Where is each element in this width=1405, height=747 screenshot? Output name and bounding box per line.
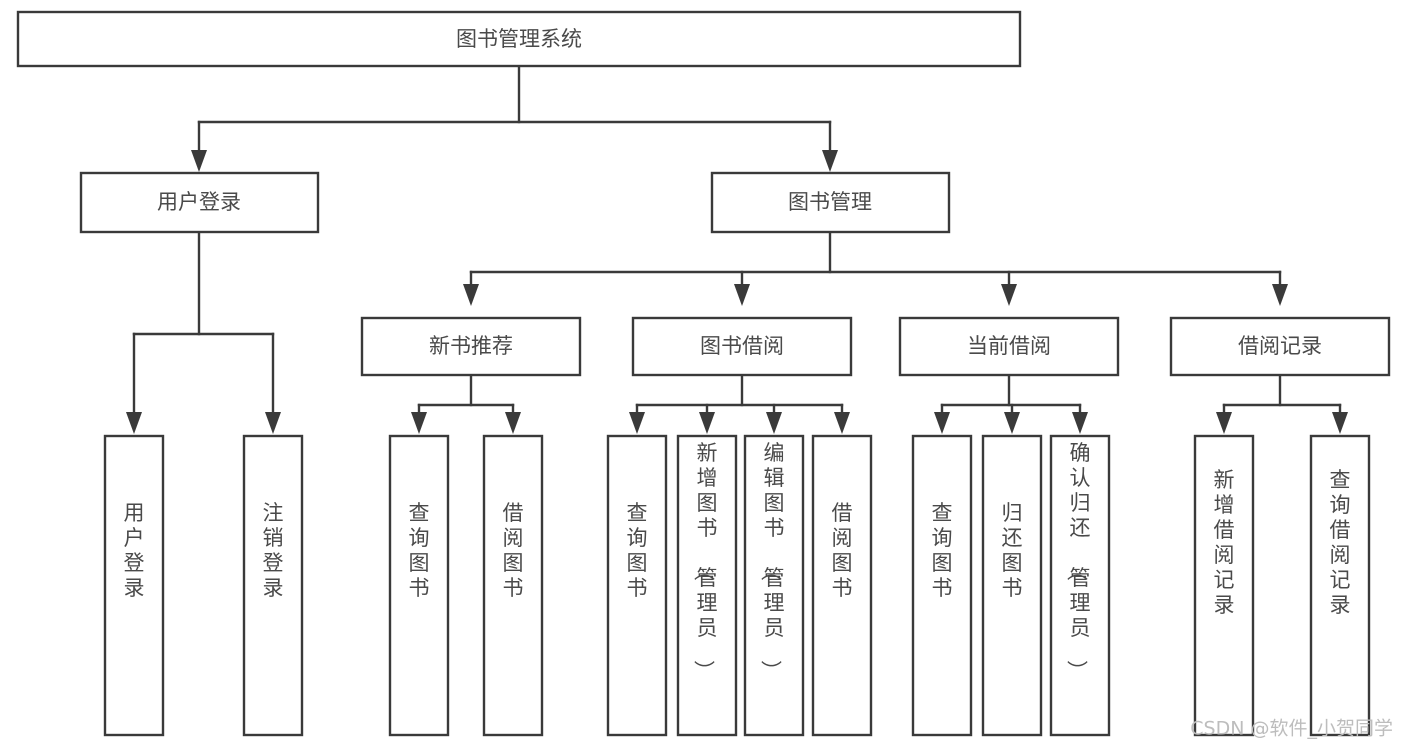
connector-root-to-level2 [191,64,838,172]
node-borrow-record-box[interactable] [1169,316,1391,377]
arrow-icon [411,412,427,434]
leaf-borrow-record-2[interactable]: 查询借阅记录 [1309,434,1371,737]
connector-bookborrow-to-leaves [629,373,850,434]
leaf-box[interactable] [1309,434,1371,737]
node-root-box[interactable] [16,10,1022,68]
leaf-box[interactable] [388,434,450,737]
leaf-book-borrow-4[interactable]: 借阅图书 [811,434,873,737]
node-book-borrow[interactable]: 图书借阅 [631,316,853,377]
arrow-icon [629,412,645,434]
arrow-icon [834,412,850,434]
arrow-icon [1272,284,1288,306]
arrow-icon [463,284,479,306]
connector-currentborrow-to-leaves [934,373,1088,434]
node-book-borrow-box[interactable] [631,316,853,377]
leaf-label: 用户登录 [124,501,145,600]
node-root-label: 图书管理系统 [456,27,582,51]
leaf-borrow-record-1[interactable]: 新增借阅记录 [1193,434,1255,737]
connector-bookmgmt-to-level3 [463,230,1288,306]
leaf-label: 归还图书 [1002,501,1023,600]
leaf-box[interactable] [482,434,544,737]
connector-userlogin-to-leaves [126,230,281,434]
arrow-icon [1072,412,1088,434]
leaf-box[interactable] [242,434,304,737]
leaf-user-login-1[interactable]: 用户登录 [103,434,165,737]
arrow-icon [505,412,521,434]
leaf-box[interactable] [606,434,668,737]
node-user-login-label: 用户登录 [157,190,241,214]
node-current-borrow[interactable]: 当前借阅 [898,316,1120,377]
leaf-box[interactable] [103,434,165,737]
leaf-box[interactable] [981,434,1043,737]
leaf-label: 查询图书 [627,501,648,600]
leaf-book-borrow-2[interactable]: 新增图书（管理员） [676,434,738,737]
node-new-book-recommend-box[interactable] [360,316,582,377]
node-current-borrow-box[interactable] [898,316,1120,377]
leaf-box[interactable] [1049,434,1111,737]
node-book-management-box[interactable] [710,171,951,234]
watermark: CSDN @软件_小贺同学 [1190,718,1393,740]
leaf-label: 借阅图书 [503,501,524,600]
leaf-book-borrow-1[interactable]: 查询图书 [606,434,668,737]
arrow-icon [734,284,750,306]
arrow-icon [934,412,950,434]
arrow-icon [822,150,838,172]
arrow-icon [265,412,281,434]
node-root[interactable]: 图书管理系统 [16,10,1022,68]
leaf-user-login-2[interactable]: 注销登录 [242,434,304,737]
leaf-box[interactable] [911,434,973,737]
node-book-management[interactable]: 图书管理 [710,171,951,234]
arrow-icon [1216,412,1232,434]
connector-newbook-to-leaves [411,373,521,434]
leaf-current-borrow-3[interactable]: 确认归还（管理员） [1049,434,1111,737]
node-book-management-label: 图书管理 [788,190,872,214]
arrow-icon [126,412,142,434]
leaf-label: 新增图书（管理员） [692,441,718,681]
arrow-icon [699,412,715,434]
node-new-book-recommend[interactable]: 新书推荐 [360,316,582,377]
leaf-label: 借阅图书 [832,501,853,600]
leaf-box[interactable] [1193,434,1255,737]
leaf-new-book-2[interactable]: 借阅图书 [482,434,544,737]
arrow-icon [1001,284,1017,306]
leaf-label: 确认归还（管理员） [1065,441,1091,681]
leaf-box[interactable] [743,434,805,737]
leaf-label: 新增借阅记录 [1214,468,1235,617]
leaf-label: 查询图书 [409,501,430,600]
connector-borrowrecord-to-leaves [1216,373,1348,434]
leaf-new-book-1[interactable]: 查询图书 [388,434,450,737]
node-borrow-record-label: 借阅记录 [1238,334,1322,358]
leaf-box[interactable] [676,434,738,737]
node-user-login-box[interactable] [79,171,320,234]
leaf-box[interactable] [811,434,873,737]
arrow-icon [1332,412,1348,434]
node-book-borrow-label: 图书借阅 [700,334,784,358]
arrow-icon [191,150,207,172]
leaf-label: 查询图书 [932,501,953,600]
node-new-book-recommend-label: 新书推荐 [429,334,513,358]
arrow-icon [766,412,782,434]
leaf-label: 编辑图书（管理员） [759,441,785,681]
node-borrow-record[interactable]: 借阅记录 [1169,316,1391,377]
leaf-book-borrow-3[interactable]: 编辑图书（管理员） [743,434,805,737]
arrow-icon [1004,412,1020,434]
node-user-login[interactable]: 用户登录 [79,171,320,234]
leaf-label: 注销登录 [263,501,284,600]
leaf-current-borrow-2[interactable]: 归还图书 [981,434,1043,737]
leaf-label: 查询借阅记录 [1330,468,1351,617]
node-current-borrow-label: 当前借阅 [967,334,1051,358]
leaf-current-borrow-1[interactable]: 查询图书 [911,434,973,737]
